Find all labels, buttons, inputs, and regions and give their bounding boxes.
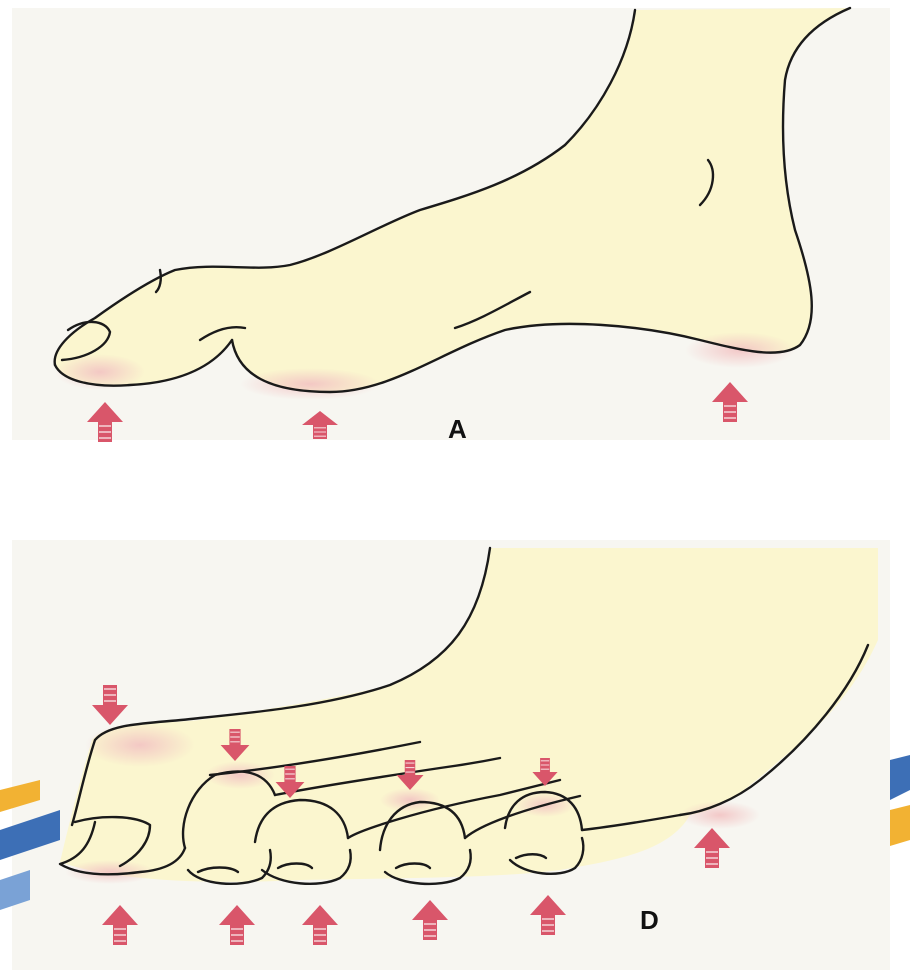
panel-label-a: A (448, 414, 467, 445)
arrow-down-icon (92, 685, 128, 725)
arrow-up-icon (302, 905, 338, 945)
arrow-up-icon (87, 402, 123, 442)
arrow-up-icon (694, 828, 730, 868)
arrow-down-icon (221, 729, 250, 761)
panel-label-d: D (640, 905, 659, 936)
arrow-down-icon (397, 760, 424, 790)
arrow-up-icon (302, 411, 338, 439)
arrow-up-icon (412, 900, 448, 940)
arrow-down-icon (276, 766, 305, 798)
arrow-up-icon (102, 905, 138, 945)
arrow-up-icon (219, 905, 255, 945)
arrow-up-icon (712, 382, 748, 422)
arrow-up-icon (530, 895, 566, 935)
arrow-down-icon (532, 758, 557, 786)
